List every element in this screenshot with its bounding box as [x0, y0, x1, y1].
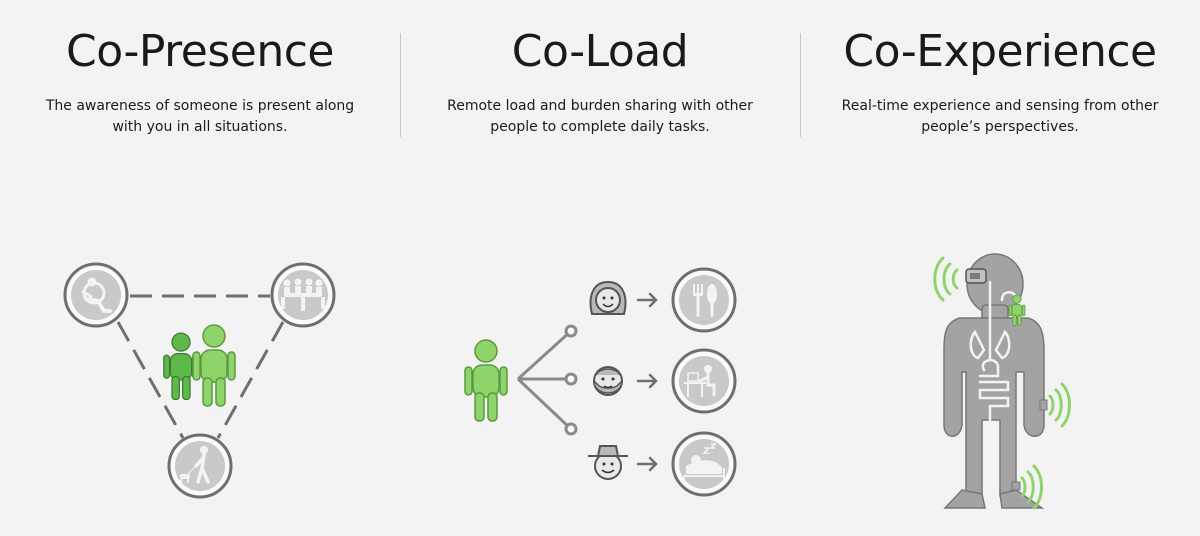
human-body-icon — [943, 253, 1045, 509]
driving-icon — [63, 262, 129, 328]
co-presence-section: Co-Presence The awareness of someone is … — [0, 0, 400, 536]
arrow-icon — [636, 292, 658, 472]
co-experience-description: Real-time experience and sensing from ot… — [841, 98, 1159, 135]
fork-knife-icon — [671, 267, 737, 333]
bearded-face-icon — [593, 366, 623, 396]
co-experience-title: Co-Experience — [843, 26, 1157, 77]
divider — [400, 33, 401, 137]
cowboy-face-icon — [588, 445, 628, 480]
woman-face-icon — [589, 280, 627, 315]
person-icon — [464, 339, 508, 422]
desk-work-icon — [671, 348, 737, 414]
presence-triangle — [116, 294, 285, 439]
co-presence-description: The awareness of someone is present alon… — [45, 98, 355, 135]
co-load-description: Remote load and burden sharing with othe… — [447, 98, 753, 135]
couple-icon — [163, 324, 236, 407]
co-presence-title: Co-Presence — [66, 26, 334, 77]
co-load-section: Co-Load Remote load and burden sharing w… — [400, 0, 800, 536]
divider — [800, 33, 801, 137]
signal-wave-icon — [933, 256, 959, 302]
co-experience-section: Co-Experience Real-time experience and s… — [800, 0, 1200, 536]
signal-wave-icon — [1011, 464, 1043, 510]
vr-headset-icon — [965, 268, 987, 284]
branch-connector — [516, 324, 578, 436]
sleeping-icon — [671, 431, 737, 497]
signal-wave-icon — [1039, 382, 1071, 428]
dog-walk-icon — [167, 433, 233, 499]
co-load-title: Co-Load — [511, 26, 689, 77]
meeting-icon — [270, 262, 336, 328]
